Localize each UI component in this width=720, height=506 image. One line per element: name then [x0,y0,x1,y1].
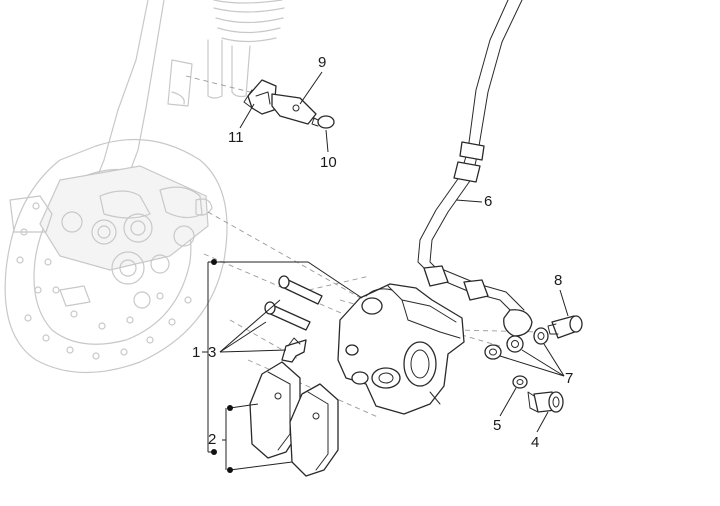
part-7-washers [484,327,549,360]
part-11-clip [243,79,277,115]
ghost-front-fork [4,0,285,374]
callout-7: 7 [565,370,574,387]
callout-10: 10 [320,154,337,171]
callout-11: 11 [228,129,244,146]
part-8-banjo-bolt [547,315,583,339]
ghost-shock-spring [207,0,285,99]
ghost-hub [9,165,213,309]
leader-lines [202,71,569,471]
callout-8: 8 [554,272,563,289]
callout-2: 2 [208,431,217,448]
part-9-bracket [271,93,317,125]
bracket-dots [211,259,233,473]
callout-3: 3 [208,344,217,361]
part-5-washer [512,375,528,389]
part-6-brake-hose [417,0,533,337]
brake-caliper [337,283,465,415]
bracket-dot [227,405,233,411]
callout-9: 9 [318,54,327,71]
part-2-brake-pads [249,361,339,477]
callout-6: 6 [484,193,493,210]
callout-5: 5 [493,417,502,434]
bracket-dot [211,259,217,265]
part-4-bolt [527,391,564,413]
bracket-dot [227,467,233,473]
callout-1: 1 [192,344,201,361]
part-10-screw [311,115,335,129]
bracket-dot [211,449,217,455]
part-3-pins [264,275,323,363]
callout-4: 4 [531,434,540,451]
